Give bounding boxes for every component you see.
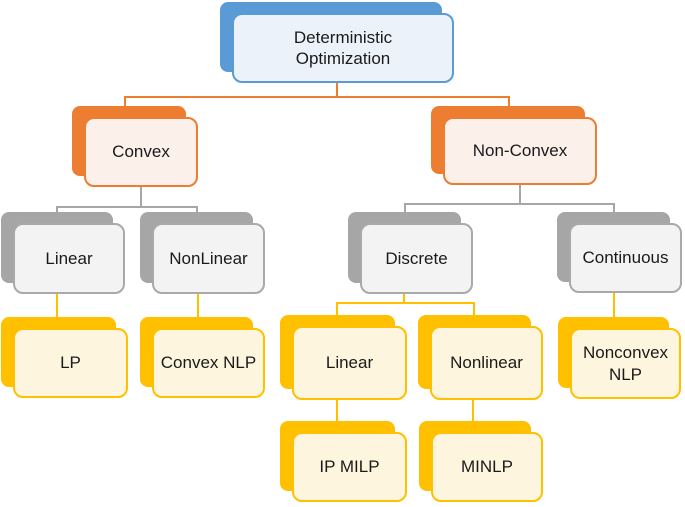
node-nonlinear-convex: NonLinear (140, 212, 265, 294)
connector-nonlinear-to-convex-nlp (197, 294, 199, 321)
connector-convex-stem (140, 187, 142, 208)
node-ip-milp: IP MILP (280, 421, 407, 502)
card: MINLP (431, 432, 543, 502)
node-discrete: Discrete (348, 212, 473, 294)
card: Continuous (569, 223, 682, 293)
node-linear-discrete: Linear (280, 315, 407, 400)
connector-linear-to-ip-milp (336, 400, 338, 425)
node-label: IP MILP (319, 457, 380, 477)
connector-discrete-stem (403, 293, 405, 304)
connector-root-crossbar (124, 96, 510, 98)
node-lp: LP (1, 317, 128, 398)
card: Linear (13, 223, 125, 294)
card: LP (13, 328, 128, 398)
node-label: MINLP (461, 457, 513, 477)
node-nonconvex-nlp: Nonconvex NLP (558, 317, 681, 399)
connector-convex-crossbar (56, 206, 198, 208)
connector-nonlinear-to-minlp (472, 400, 474, 425)
node-convex-nlp: Convex NLP (140, 317, 265, 398)
node-label: Convex NLP (160, 353, 257, 373)
node-label: Nonconvex NLP (582, 343, 669, 384)
node-convex: Convex (72, 106, 198, 187)
card: Nonlinear (430, 326, 543, 400)
connector-to-non-convex (508, 96, 510, 112)
connector-to-nonlinear-discrete (473, 302, 475, 320)
connector-continuous-to-nonconvex-nlp (613, 293, 615, 319)
node-nonlinear-discrete: Nonlinear (418, 315, 543, 400)
node-non-convex: Non-Convex (431, 106, 597, 185)
card: IP MILP (292, 432, 407, 502)
connector-to-continuous (613, 203, 615, 216)
card: Deterministic Optimization (232, 13, 454, 83)
node-label: LP (60, 353, 81, 373)
node-label: Linear (45, 248, 93, 268)
node-label: Linear (325, 353, 374, 373)
connector-non-convex-crossbar (404, 203, 615, 205)
node-continuous: Continuous (557, 212, 682, 293)
node-label: Discrete (385, 248, 448, 268)
card: Convex NLP (152, 328, 265, 398)
connector-to-convex (124, 96, 126, 112)
card: Non-Convex (443, 117, 597, 185)
node-minlp: MINLP (419, 421, 543, 502)
node-linear-convex: Linear (1, 212, 125, 294)
node-label: Nonlinear (450, 353, 523, 373)
card: NonLinear (152, 223, 265, 294)
connector-to-discrete (404, 203, 406, 216)
card: Nonconvex NLP (570, 328, 681, 399)
connector-root-stem (336, 83, 338, 98)
connector-to-linear-discrete (336, 302, 338, 320)
node-deterministic-optimization: Deterministic Optimization (220, 2, 454, 83)
node-label: NonLinear (169, 248, 248, 268)
connector-non-convex-stem (519, 185, 521, 205)
connector-linear-to-lp (56, 294, 58, 321)
card: Discrete (360, 223, 473, 294)
card: Convex (84, 117, 198, 187)
card: Linear (292, 326, 407, 400)
node-label: Non-Convex (472, 141, 568, 161)
node-label: Continuous (582, 248, 669, 268)
connector-discrete-crossbar (336, 302, 475, 304)
node-label: Deterministic Optimization (293, 27, 393, 68)
node-label: Convex (112, 142, 170, 162)
